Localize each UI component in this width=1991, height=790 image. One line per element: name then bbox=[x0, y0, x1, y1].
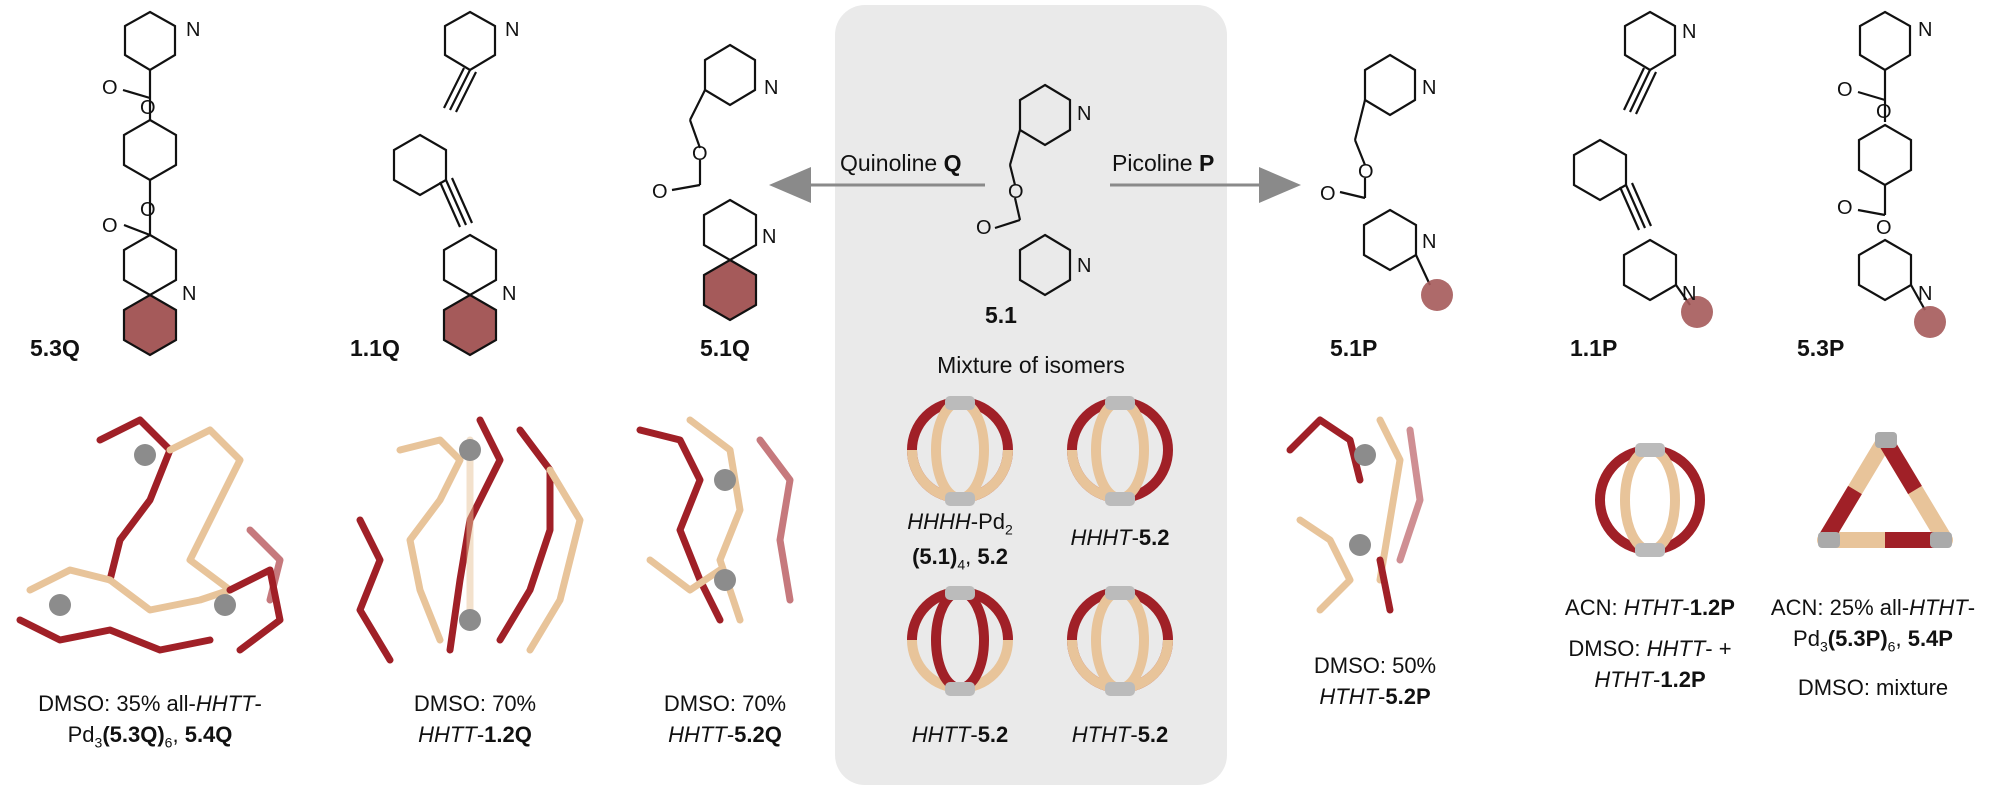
isomer-label-HHHH: HHHH-Pd2 (5.1)4, 5.2 bbox=[907, 509, 1013, 573]
mixture-title: Mixture of isomers bbox=[937, 352, 1125, 378]
isomer-label-HTHT: HTHT-5.2 bbox=[1071, 722, 1169, 747]
compound-label-5-1Q: 5.1Q bbox=[700, 335, 750, 361]
pd-atom bbox=[49, 594, 71, 616]
atom-N: N bbox=[1422, 77, 1436, 99]
isomer-label-HHTT: HHTT-5.2 bbox=[911, 722, 1009, 747]
atom-N: N bbox=[1682, 21, 1696, 43]
compound-label-5-1P: 5.1P bbox=[1330, 335, 1378, 361]
atom-N: N bbox=[1682, 283, 1696, 305]
ring-1-2P bbox=[1595, 443, 1705, 557]
atom-N: N bbox=[502, 283, 516, 305]
atom-O: O bbox=[1837, 197, 1853, 219]
atom-O: O bbox=[652, 181, 668, 203]
compound-label-1-1Q: 1.1Q bbox=[350, 335, 400, 361]
pd-atom bbox=[714, 569, 736, 591]
atom-N: N bbox=[1918, 283, 1932, 305]
atom-O: O bbox=[1358, 161, 1374, 183]
structure-5-1P bbox=[1339, 53, 1431, 286]
ring-5-4P bbox=[1817, 432, 1953, 548]
atom-N: N bbox=[182, 283, 196, 305]
structure-1-1Q bbox=[392, 10, 498, 357]
atom-N: N bbox=[1422, 231, 1436, 253]
atom-N: N bbox=[762, 226, 776, 248]
atom-O: O bbox=[692, 143, 708, 165]
isomer-HHHH bbox=[907, 396, 1013, 506]
structures bbox=[122, 10, 1926, 357]
compound-label-5-3P: 5.3P bbox=[1797, 335, 1845, 361]
pd-atom bbox=[1354, 444, 1376, 466]
reagent-symbol: Q bbox=[943, 150, 962, 176]
isomer-label-HHHT: HHHT-5.2 bbox=[1070, 525, 1170, 550]
atom-N: N bbox=[764, 77, 778, 99]
atom-O: O bbox=[140, 199, 156, 221]
atom-O: O bbox=[102, 215, 118, 237]
atom-O: O bbox=[1837, 79, 1853, 101]
compound-label-1-1P: 1.1P bbox=[1570, 335, 1618, 361]
atom-N: N bbox=[505, 19, 519, 41]
caption-5-4P: ACN: 25% all-HTHT- Pd3(5.3P)6, 5.4P DMSO… bbox=[1770, 595, 1976, 701]
atom-O: O bbox=[976, 217, 992, 239]
isomer-HTHT bbox=[1067, 586, 1173, 696]
methyl-highlight-5-1P bbox=[1421, 279, 1453, 311]
arrow-label-picoline: Picoline P bbox=[1112, 150, 1214, 177]
structure-1-1P bbox=[1572, 10, 1691, 306]
atom-O: O bbox=[102, 77, 118, 99]
structure-5-1 bbox=[994, 83, 1072, 297]
atom-O: O bbox=[1320, 183, 1336, 205]
methyl-highlight-1-1P bbox=[1681, 296, 1713, 328]
pd-atom bbox=[459, 609, 481, 631]
pd-atom bbox=[214, 594, 236, 616]
caption-1-2Q: DMSO: 70% HHTT-1.2Q bbox=[413, 691, 537, 747]
pd-atom bbox=[134, 444, 156, 466]
atom-N: N bbox=[1077, 255, 1091, 277]
arrow-label-quinoline: Quinoline Q bbox=[840, 150, 961, 177]
atom-O: O bbox=[1876, 101, 1892, 123]
caption-5-4Q: DMSO: 35% all-HHTT- Pd3(5.3Q)6, 5.4Q bbox=[38, 691, 262, 751]
caption-5-2Q: DMSO: 70% HHTT-5.2Q bbox=[663, 691, 787, 747]
pd-atom bbox=[714, 469, 736, 491]
compound-label-5-3Q: 5.3Q bbox=[30, 335, 80, 361]
cage-model-5-2P bbox=[1286, 416, 1424, 614]
structure-5-3P bbox=[1857, 10, 1926, 311]
center-panel bbox=[835, 5, 1227, 785]
structure-5-1Q bbox=[671, 43, 758, 322]
atom-O: O bbox=[140, 97, 156, 119]
methyl-highlight-5-3P bbox=[1914, 306, 1946, 338]
atom-O: O bbox=[1008, 181, 1024, 203]
isomer-HHTT bbox=[907, 586, 1013, 696]
caption-1-2P: ACN: HTHT-1.2P DMSO: HHTT- + HTHT-1.2P bbox=[1565, 595, 1735, 692]
reagent-name: Picoline bbox=[1112, 150, 1193, 176]
structure-5-3Q bbox=[122, 10, 178, 357]
pd-atom bbox=[1349, 534, 1371, 556]
atom-N: N bbox=[186, 19, 200, 41]
isomer-HHHT bbox=[1067, 396, 1173, 506]
cage-model-5-4Q bbox=[16, 416, 284, 654]
compound-label-5-1: 5.1 bbox=[985, 302, 1017, 328]
cage-model-5-2Q bbox=[636, 416, 794, 624]
cage-model-1-2Q bbox=[356, 416, 584, 664]
reagent-symbol: P bbox=[1198, 150, 1215, 176]
atom-N: N bbox=[1077, 103, 1091, 125]
atom-O: O bbox=[1876, 217, 1892, 239]
atom-N: N bbox=[1918, 19, 1932, 41]
caption-5-2P: DMSO: 50% HTHT-5.2P bbox=[1313, 653, 1437, 709]
pd-atom bbox=[459, 439, 481, 461]
reagent-name: Quinoline bbox=[840, 150, 938, 176]
